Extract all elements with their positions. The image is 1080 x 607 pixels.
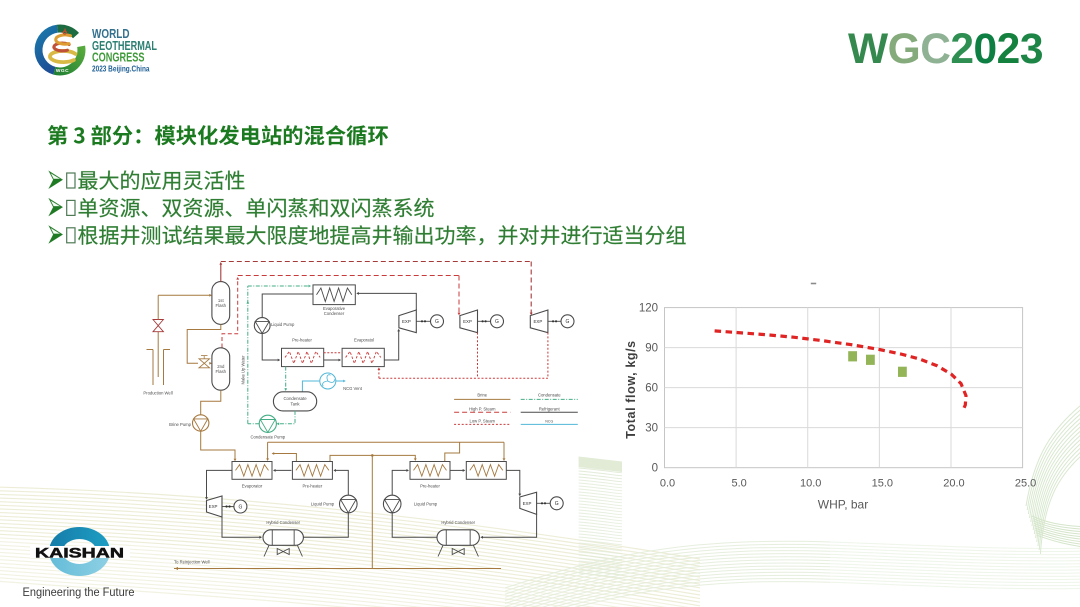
svg-text:EXP: EXP <box>523 501 532 506</box>
svg-text:90: 90 <box>645 343 658 355</box>
svg-text:Liquid Pump: Liquid Pump <box>311 502 335 507</box>
svg-text:60: 60 <box>645 383 658 395</box>
svg-text:Tank: Tank <box>291 401 301 406</box>
svg-text:Condenser: Condenser <box>324 311 345 316</box>
svg-text:Evaporatol: Evaporatol <box>354 337 374 342</box>
svg-text:G: G <box>238 504 242 510</box>
svg-text:CONGRESS: CONGRESS <box>92 51 145 65</box>
svg-text:EXP: EXP <box>534 319 543 324</box>
svg-text:10.0: 10.0 <box>800 478 821 490</box>
svg-text:WORLD: WORLD <box>92 26 130 41</box>
svg-text:To Reinjection Well: To Reinjection Well <box>174 560 210 565</box>
svg-text:0: 0 <box>652 463 658 475</box>
svg-text:Flash: Flash <box>216 369 227 374</box>
svg-text:Evaporative: Evaporative <box>323 306 346 311</box>
svg-text:EXP: EXP <box>463 319 472 324</box>
svg-text:Brine Pump: Brine Pump <box>169 422 192 427</box>
svg-text:2023 Beijing.China: 2023 Beijing.China <box>92 64 150 74</box>
svg-text:Hybrid Condenser: Hybrid Condenser <box>441 520 475 525</box>
svg-text:High P. Steam: High P. Steam <box>469 407 496 412</box>
svg-text:0.0: 0.0 <box>660 478 675 490</box>
svg-text:Pre-heater: Pre-heater <box>303 484 323 489</box>
svg-text:WGC: WGC <box>56 68 69 74</box>
svg-text:G: G <box>435 319 439 325</box>
svg-text:5.0: 5.0 <box>731 478 746 490</box>
svg-text:G: G <box>555 501 559 507</box>
svg-text:Total flow, kg/s: Total flow, kg/s <box>624 340 638 439</box>
svg-text:30: 30 <box>645 423 658 435</box>
svg-text:EXP: EXP <box>209 504 218 509</box>
svg-text:Low P. Steam: Low P. Steam <box>469 418 495 423</box>
svg-text:Brine: Brine <box>477 393 487 398</box>
svg-text:Pre-heater: Pre-heater <box>420 484 440 489</box>
svg-text:EXP: EXP <box>402 319 411 324</box>
svg-text:120: 120 <box>639 303 658 315</box>
svg-text:WHP, bar: WHP, bar <box>818 498 868 512</box>
svg-text:Make Up Water: Make Up Water <box>241 355 246 385</box>
svg-text:1st: 1st <box>218 298 225 303</box>
svg-text:Condensate Pump: Condensate Pump <box>250 435 285 440</box>
svg-text:2nd: 2nd <box>217 364 225 369</box>
svg-text:Engineering the Future: Engineering the Future <box>23 585 135 599</box>
svg-text:Hybrid Condenser: Hybrid Condenser <box>266 520 300 525</box>
svg-text:KAISHAN: KAISHAN <box>35 545 124 560</box>
svg-text:Liquid Pump: Liquid Pump <box>414 502 438 507</box>
svg-text:25.0: 25.0 <box>1015 478 1036 490</box>
svg-text:NCG Vent: NCG Vent <box>343 386 363 391</box>
svg-text:Evaporator: Evaporator <box>242 484 263 489</box>
svg-text:G: G <box>495 319 499 325</box>
svg-text:Condensate: Condensate <box>538 393 561 398</box>
svg-text:GEOTHERMAL: GEOTHERMAL <box>92 39 157 53</box>
svg-text:NCG: NCG <box>545 419 553 423</box>
svg-text:Production Well: Production Well <box>143 391 172 396</box>
svg-text:Condensate: Condensate <box>283 396 307 401</box>
svg-text:Pre-heater: Pre-heater <box>292 337 312 342</box>
svg-text:Flash: Flash <box>216 303 227 308</box>
svg-text:20.0: 20.0 <box>943 478 964 490</box>
svg-text:G: G <box>566 319 570 325</box>
svg-text:Refrigerant: Refrigerant <box>539 407 561 412</box>
svg-text:15.0: 15.0 <box>872 478 893 490</box>
svg-text:WGC2023: WGC2023 <box>848 26 1043 73</box>
svg-text:Liquid Pump: Liquid Pump <box>271 322 295 327</box>
